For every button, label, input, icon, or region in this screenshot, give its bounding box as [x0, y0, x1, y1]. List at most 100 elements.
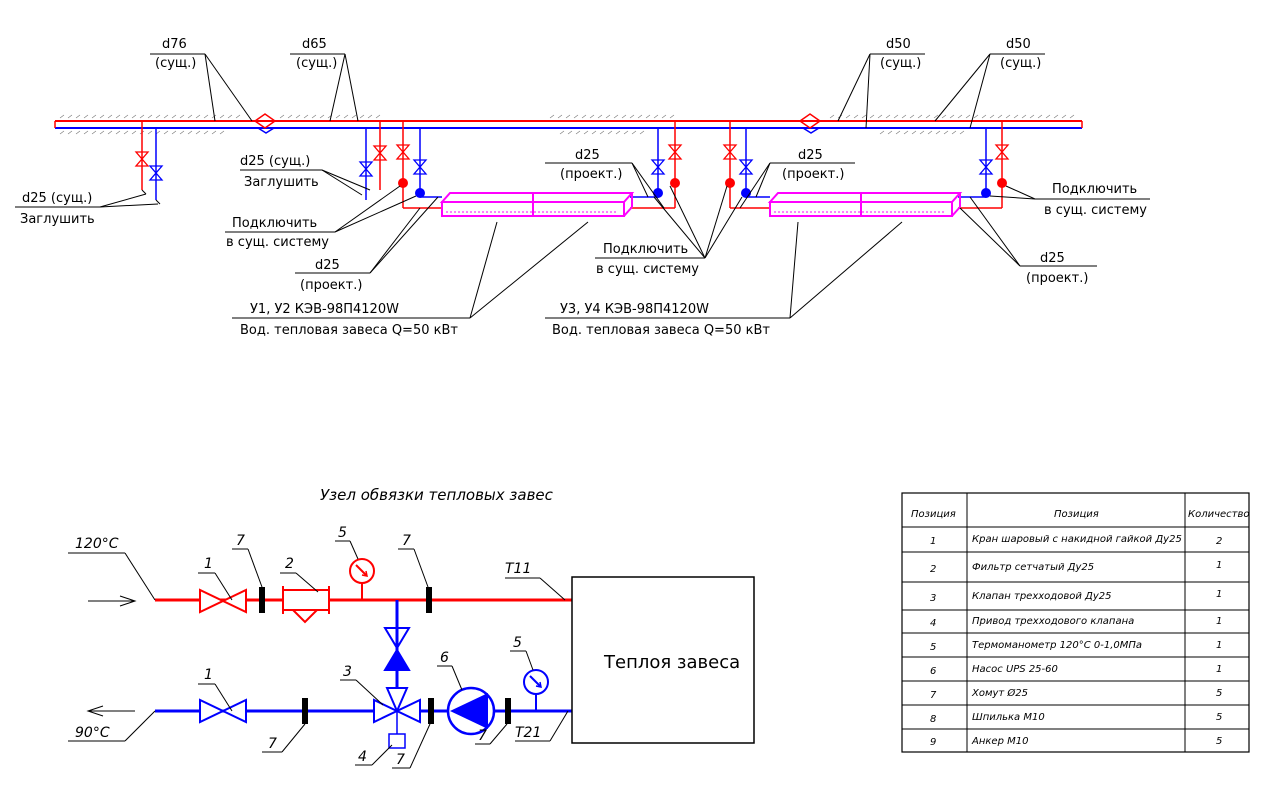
- label-connect-left-2: в сущ. систему: [226, 235, 329, 250]
- ball-valve-supply-icon: [199, 588, 247, 614]
- clamp-icon: [426, 587, 432, 613]
- valve-icon: [650, 159, 666, 175]
- plan-annotations: d76 (сущ.) d65 (сущ.) d50 (сущ.) d50 (су…: [15, 37, 1150, 338]
- line-supply-label: Т11: [505, 561, 531, 577]
- table-cell: Привод трехходового клапана: [972, 616, 1134, 627]
- connection-scheme: Узел обвязки тепловых завес 120°С 90°С: [68, 486, 755, 769]
- valve-icon: [722, 144, 738, 160]
- callout-1-supply: 1: [204, 556, 213, 572]
- table-cell: Хомут Ø25: [971, 687, 1028, 699]
- valve-icon: [738, 159, 754, 175]
- reducer-right: [798, 113, 822, 129]
- table-cell: 1: [930, 536, 936, 547]
- label-proj-right-size: d25: [1040, 251, 1065, 266]
- table-header-qty: Количество: [1188, 509, 1250, 520]
- check-valve-icon: [383, 627, 411, 650]
- return-temp-label: 90°С: [75, 725, 110, 741]
- heat-curtain-unit: [571, 576, 755, 744]
- supply-temp-label: 120°С: [75, 536, 119, 552]
- line-return-label: Т21: [515, 725, 541, 741]
- table-header-name: Позиция: [1054, 509, 1099, 520]
- label-proj-right-status: (проект.): [1026, 271, 1088, 286]
- label-connect-right-1: Подключить: [1052, 182, 1137, 197]
- label-plug-left-action: Заглушить: [20, 212, 95, 227]
- valve-icon: [358, 161, 374, 177]
- label-d65-size: d65: [302, 37, 327, 52]
- main-pipes: [54, 113, 1083, 135]
- label-connect-mid-1: Подключить: [603, 242, 688, 257]
- label-d65-status: (сущ.): [296, 56, 337, 71]
- valve-icon: [148, 165, 164, 181]
- label-d76-size: d76: [162, 37, 187, 52]
- valve-icon: [134, 151, 150, 167]
- connection-point: [415, 188, 425, 198]
- table-cell: Фильтр сетчатый Ду25: [972, 562, 1094, 573]
- thermomanometer-return-icon: [523, 669, 549, 711]
- curtain-2-connection: [722, 121, 1010, 209]
- label-d50b-status: (сущ.): [1000, 56, 1041, 71]
- table-cell: 9: [930, 737, 936, 748]
- plan-view: d76 (сущ.) d65 (сущ.) d50 (сущ.) d50 (су…: [15, 37, 1150, 338]
- table-cell: 1: [1216, 664, 1222, 675]
- label-plug-mid-size: d25 (сущ.): [240, 154, 310, 169]
- label-connect-left-1: Подключить: [232, 216, 317, 231]
- stub-left: [134, 121, 164, 205]
- reducer-left: [253, 113, 277, 129]
- callout-7b: 7: [402, 533, 411, 549]
- clamp-icon: [259, 587, 265, 613]
- label-curtain-right-desc: Вод. тепловая завеса Q=50 кВт: [552, 323, 770, 338]
- callout-7a: 7: [236, 533, 245, 549]
- label-plug-mid-action: Заглушить: [244, 175, 319, 190]
- valve-icon: [994, 144, 1010, 160]
- table-cell: 6: [930, 666, 936, 677]
- label-curtain-left-model: У1, У2 КЭВ-98П4120W: [250, 302, 399, 317]
- stub-mid-left: [358, 121, 388, 200]
- table-cell: 1: [1216, 560, 1222, 571]
- table-cell: 1: [1216, 589, 1222, 600]
- label-curtain-right-model: У3, У4 КЭВ-98П4120W: [560, 302, 709, 317]
- clamp-icon: [505, 698, 511, 724]
- table-cell: 2: [1216, 536, 1222, 547]
- label-d50b-size: d50: [1006, 37, 1031, 52]
- callout-5-supply: 5: [338, 525, 347, 541]
- heat-curtain-label: Теплоя завеса: [603, 652, 740, 673]
- callout-2: 2: [285, 556, 294, 572]
- ball-valve-return-icon: [199, 698, 247, 724]
- table-cell: 7: [930, 690, 937, 701]
- label-proj-mid1-size: d25: [575, 148, 600, 163]
- label-curtain-left-desc: Вод. тепловая завеса Q=50 кВт: [240, 323, 458, 338]
- table-cell: 5: [1216, 688, 1222, 699]
- label-proj-mid2-status: (проект.): [782, 167, 844, 182]
- insulation-hatch: [59, 114, 1075, 135]
- flow-in-arrow-icon: [88, 595, 137, 607]
- label-proj-mid1-status: (проект.): [560, 167, 622, 182]
- table-cell: 1: [1216, 640, 1222, 651]
- clamp-icon: [302, 698, 308, 724]
- table-cell: Шпилька М10: [972, 712, 1045, 723]
- specification-table: Позиция Позиция Количество 1 Кран шаровы…: [901, 492, 1250, 753]
- clamp-icon: [428, 698, 434, 724]
- table-cell: 5: [1216, 736, 1222, 747]
- connection-point: [981, 188, 991, 198]
- table-cell: Клапан трехходовой Ду25: [972, 591, 1111, 602]
- table-cell: Насос UPS 25-60: [972, 664, 1058, 675]
- table-cell: Кран шаровый с накидной гайкой Ду25: [972, 534, 1182, 545]
- valve-icon: [667, 144, 683, 160]
- connection-point: [653, 188, 663, 198]
- label-proj-left-status: (проект.): [300, 278, 362, 293]
- scheme-title: Узел обвязки тепловых завес: [320, 486, 554, 504]
- callout-3: 3: [343, 664, 352, 680]
- connection-point: [725, 178, 735, 188]
- flow-out-arrow-icon: [86, 705, 135, 717]
- callout-6: 6: [440, 650, 449, 666]
- callout-5-return: 5: [513, 635, 522, 651]
- pump-icon: [446, 686, 496, 736]
- strainer-icon: [282, 586, 330, 624]
- callout-4: 4: [358, 749, 367, 765]
- label-d50a-status: (сущ.): [880, 56, 921, 71]
- table-header-pos: Позиция: [911, 509, 956, 520]
- callout-7e: 7: [478, 728, 487, 744]
- table-cell: 4: [930, 618, 936, 629]
- thermomanometer-supply-icon: [349, 558, 375, 600]
